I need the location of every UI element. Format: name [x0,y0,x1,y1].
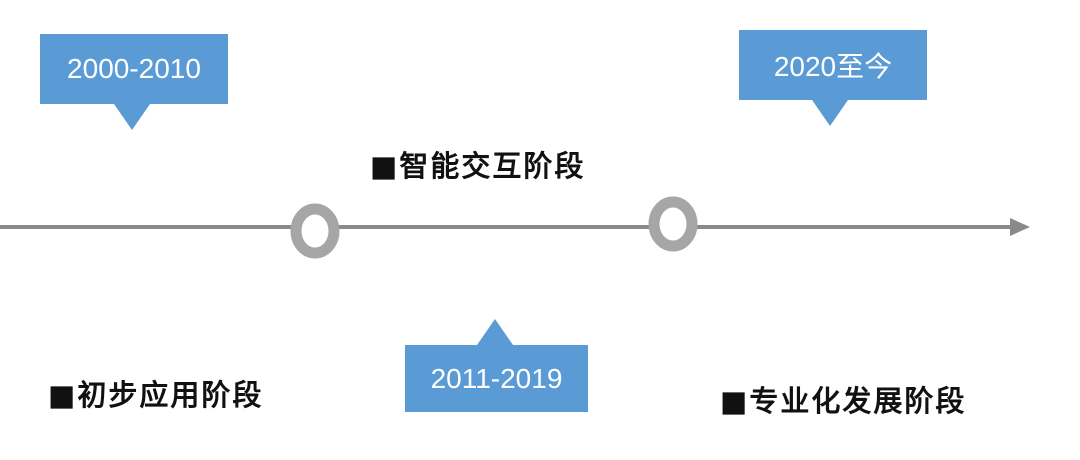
timeline-node [648,196,698,252]
period-callout: 2011-2019 [405,319,588,412]
timeline-node [290,203,340,259]
period-range: 2011-2019 [430,362,563,394]
stage-label: ■智能交互阶段 [370,149,586,183]
period-range: 2000-2010 [67,53,201,84]
period-callout: 2000-2010 [40,34,228,130]
stage-label: ■专业化发展阶段 [720,384,967,418]
period-callout: 2020至今 [739,30,927,126]
arrow-head-icon [1010,218,1030,236]
stage-label: ■初步应用阶段 [48,378,264,412]
period-range: 2020至今 [773,51,893,82]
